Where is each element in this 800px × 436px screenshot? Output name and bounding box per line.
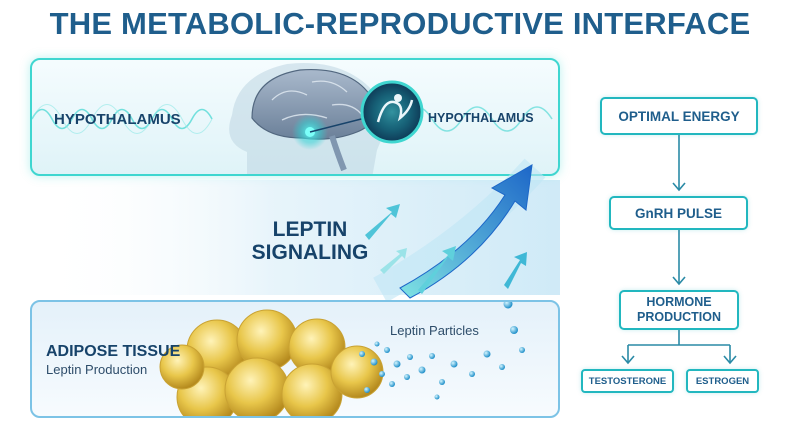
leptin-production-label: Leptin Production — [46, 362, 148, 377]
adipose-panel — [30, 300, 560, 418]
hypothalamus-panel — [30, 58, 560, 176]
small-arrow-2 — [418, 246, 456, 294]
optimal-energy-box: OPTIMAL ENERGY — [600, 97, 758, 135]
gnrh-pulse-box: GnRH PULSE — [609, 196, 748, 230]
fat-cell — [281, 363, 343, 416]
leptin-signaling-label: LEPTIN SIGNALING — [240, 218, 380, 264]
leptin-particles — [359, 302, 525, 400]
page-title: THE METABOLIC-REPRODUCTIVE INTERFACE — [49, 6, 751, 41]
hypothalamus-label-left: HYPOTHALAMUS — [54, 111, 181, 128]
small-arrow-3 — [504, 252, 527, 289]
hypothalamus-label-right: HYPOTHALAMUS — [428, 111, 534, 125]
hormone-production-box: HORMONE PRODUCTION — [619, 290, 739, 330]
signal-wave-left-2 — [32, 104, 213, 134]
estrogen-box: ESTROGEN — [686, 369, 759, 393]
hormone-label-line1: HORMONE — [646, 295, 712, 309]
leptin-label-line1: LEPTIN — [272, 218, 348, 241]
leptin-particles-label: Leptin Particles — [390, 323, 479, 338]
signal-wave-right — [401, 106, 553, 132]
small-arrow-4 — [380, 248, 407, 274]
fat-cell — [159, 344, 205, 390]
small-arrow-1 — [365, 204, 400, 240]
brain-illustration — [32, 63, 553, 174]
signal-wave-left — [32, 108, 213, 130]
adipose-tissue-label: ADIPOSE TISSUE — [46, 343, 181, 360]
hormone-label-line2: PRODUCTION — [636, 310, 722, 324]
leptin-label-line2: SIGNALING — [251, 241, 369, 264]
fat-cells-illustration — [159, 302, 525, 416]
testosterone-box: TESTOSTERONE — [581, 369, 674, 393]
